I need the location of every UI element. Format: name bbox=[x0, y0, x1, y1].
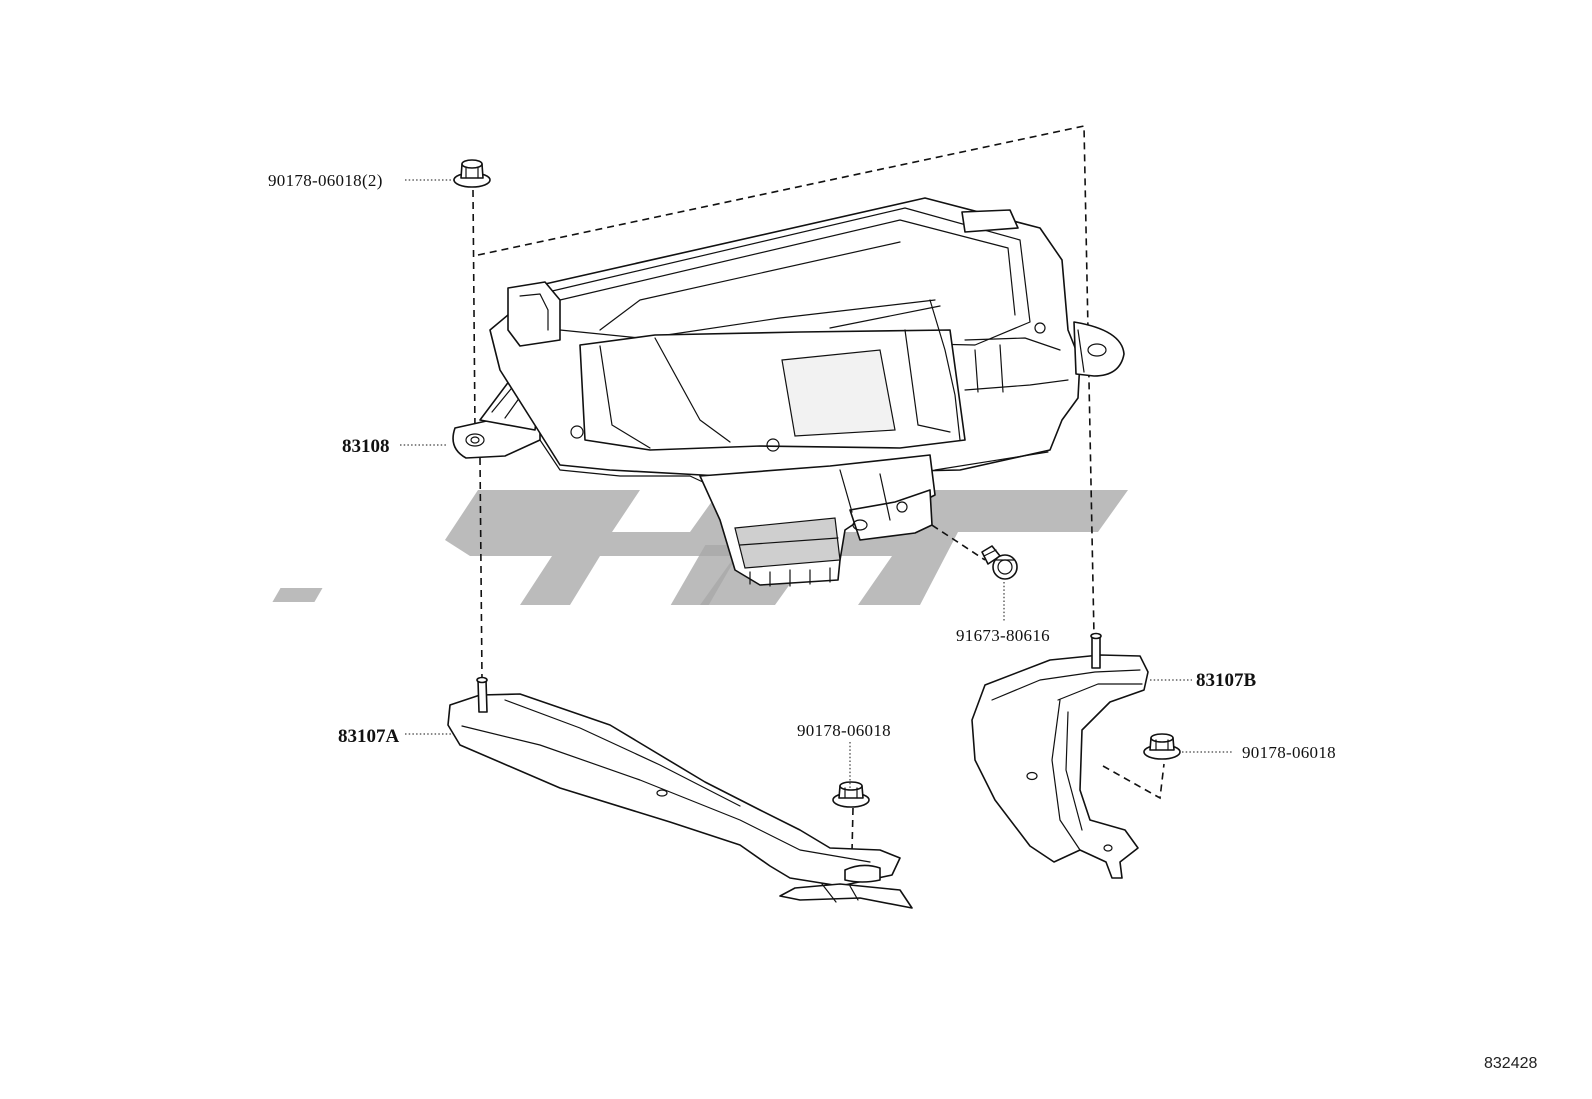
bracket-83107a bbox=[447, 676, 913, 909]
leader-lines bbox=[400, 179, 1232, 788]
illustration-code: 832428 bbox=[1484, 1055, 1537, 1072]
nut-top-left bbox=[453, 159, 491, 188]
label-bracket-a: 83107A bbox=[338, 726, 400, 747]
label-nut-top: 90178-06018(2) bbox=[268, 171, 383, 190]
part-labels: 90178-06018(2) 83108 91673-80616 83107A … bbox=[268, 171, 1537, 1072]
nut-right bbox=[1143, 733, 1181, 760]
watermark-logo bbox=[272, 490, 1128, 605]
label-bracket-b: 83107B bbox=[1196, 670, 1257, 691]
label-nut-a: 90178-06018 bbox=[797, 721, 891, 740]
bolt-91673 bbox=[981, 545, 1018, 580]
label-main-unit: 83108 bbox=[342, 436, 390, 457]
main-unit-83108 bbox=[452, 197, 1125, 587]
label-nut-b: 90178-06018 bbox=[1242, 743, 1336, 762]
bracket-83107b bbox=[971, 632, 1149, 879]
label-bolt: 91673-80616 bbox=[956, 626, 1050, 645]
nut-bottom-center bbox=[832, 781, 870, 808]
